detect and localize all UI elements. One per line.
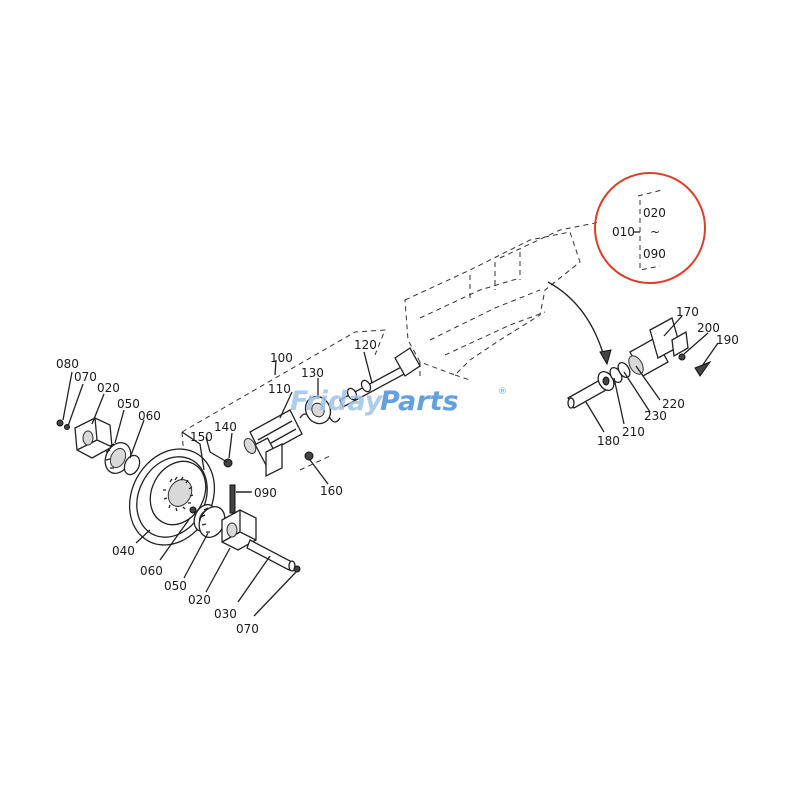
leader-lines (62, 315, 719, 617)
callout-range-tilde: ~ (650, 225, 660, 239)
label-210: 210 (622, 425, 645, 439)
label-100: 100 (270, 351, 293, 365)
leader-arrow (547, 281, 606, 361)
idler-shaft (246, 539, 301, 573)
label-130: 130 (301, 366, 324, 380)
label-190: 190 (716, 333, 739, 347)
arrow-head-icon (599, 349, 612, 366)
label-090: 090 (254, 486, 277, 500)
label-110: 110 (268, 382, 291, 396)
idler-wheel (128, 448, 216, 546)
callout-ring (594, 172, 706, 284)
label-120: 120 (354, 338, 377, 352)
label-050-bottom: 050 (164, 579, 187, 593)
label-140: 140 (214, 420, 237, 434)
label-170: 170 (676, 305, 699, 319)
label-040: 040 (112, 544, 135, 558)
bolt-090 (229, 484, 250, 514)
friday-parts-watermark: Friday Parts ® (290, 386, 507, 417)
label-070-bottom: 070 (236, 622, 259, 636)
label-020-top: 020 (97, 381, 120, 395)
label-150: 150 (190, 430, 213, 444)
label-060-bottom: 060 (140, 564, 163, 578)
label-220: 220 (662, 397, 685, 411)
callout-ref-label: 010 (612, 225, 635, 239)
label-180: 180 (597, 434, 620, 448)
label-160: 160 (320, 484, 343, 498)
label-020-bottom: 020 (188, 593, 211, 607)
right-pin-assembly (567, 317, 712, 409)
label-080: 080 (56, 357, 79, 371)
watermark-reg: ® (498, 387, 507, 397)
label-050-top: 050 (117, 397, 140, 411)
part-labels: 080 070 020 050 060 040 060 050 020 030 … (56, 305, 739, 636)
right-bearing-stack (189, 503, 257, 551)
callout-range-end: 090 (643, 247, 666, 261)
tension-spring-assembly (181, 347, 421, 478)
watermark-word-parts: Parts (380, 386, 459, 417)
track-frame-outline (404, 221, 601, 381)
watermark-word-friday: Friday (290, 386, 384, 417)
left-bearing-stack (56, 417, 141, 476)
label-230: 230 (644, 409, 667, 423)
callout-range-start: 020 (643, 206, 666, 220)
label-070-top: 070 (74, 370, 97, 384)
label-060-top: 060 (138, 409, 161, 423)
label-200: 200 (697, 321, 720, 335)
callout-reference: 010 020 ~ 090 (594, 172, 706, 284)
label-030: 030 (214, 607, 237, 621)
